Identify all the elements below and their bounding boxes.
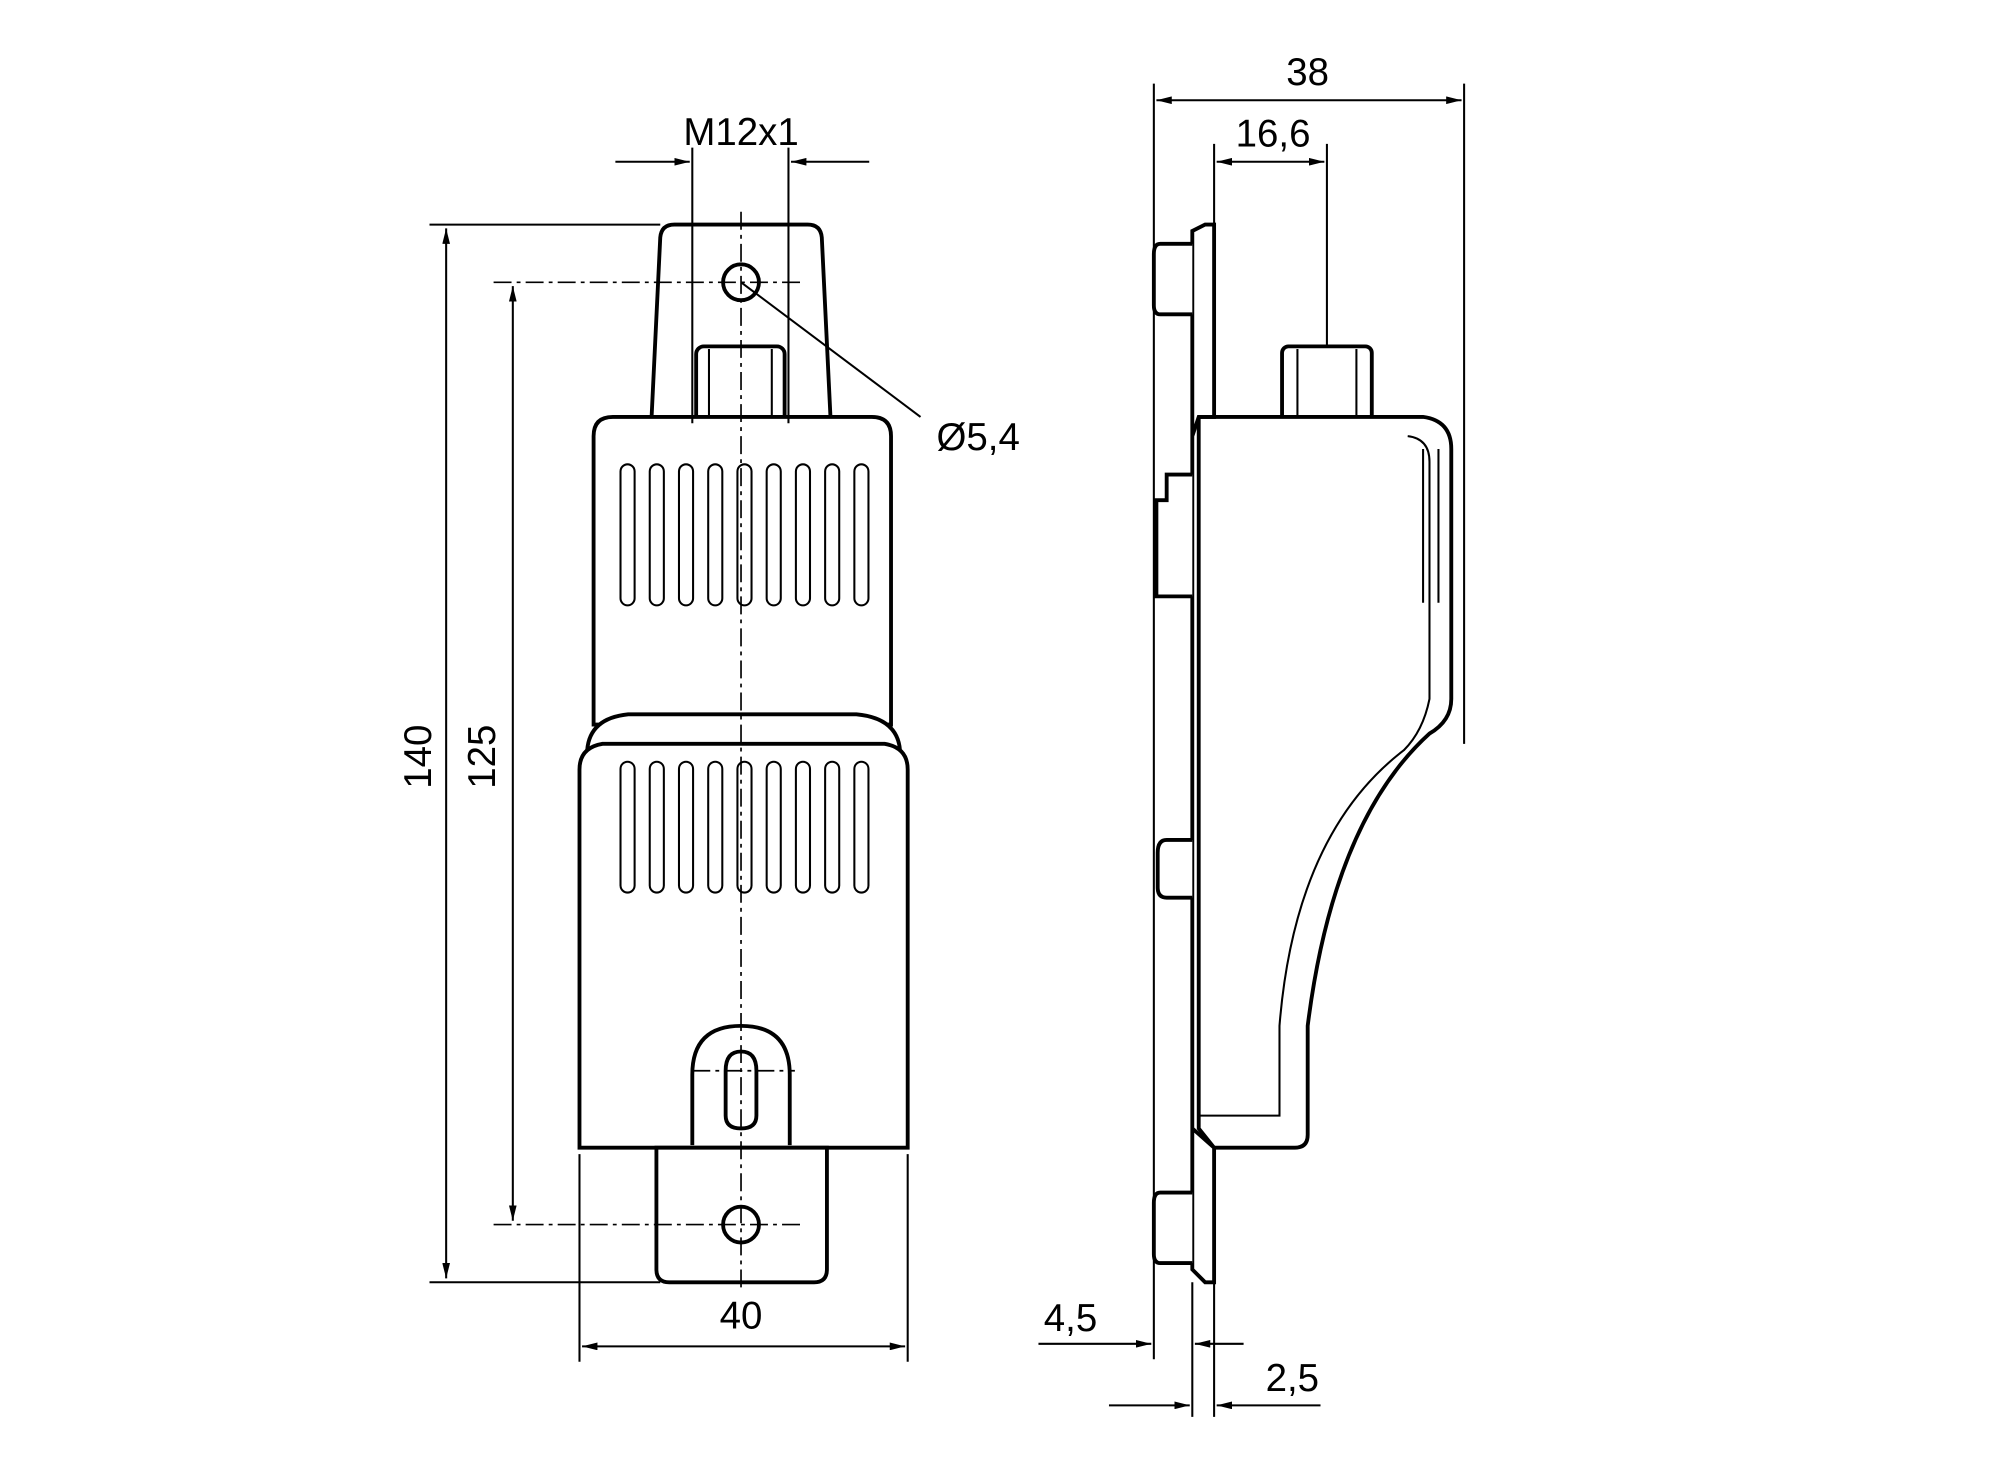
side-dimensions: 38 16,6 4,5 2,5: [1038, 51, 1466, 1417]
upper-housing: [591, 414, 893, 727]
vent-slot: [794, 760, 812, 894]
plate-tab: [1151, 1190, 1193, 1265]
front-view: [493, 211, 910, 1289]
dimension-width: 40: [720, 1294, 763, 1337]
vent-slot: [677, 760, 695, 894]
upper-vent-slots: [619, 463, 870, 607]
vent-slot: [707, 760, 724, 894]
vent-slot: [853, 760, 870, 894]
vent-slot: [824, 760, 841, 894]
vent-slot: [853, 463, 870, 607]
plate-tab: [1154, 472, 1193, 599]
plate-tab: [1155, 838, 1193, 900]
side-housing-inner: [1198, 435, 1431, 1117]
vent-slot: [794, 463, 812, 607]
mounting-plate: [1190, 222, 1217, 1285]
side-view: [1151, 222, 1454, 1285]
lower-housing: [577, 741, 910, 1150]
dimension-thread: M12x1: [683, 111, 798, 154]
vent-slot: [677, 463, 695, 607]
dimension-depth: 38: [1286, 51, 1329, 94]
vent-slot: [619, 463, 636, 607]
vent-slot: [765, 760, 782, 894]
vent-slot: [824, 463, 841, 607]
dimension-hole-diameter: Ø5,4: [937, 416, 1020, 459]
lower-vent-slots: [619, 760, 870, 894]
dimension-hole-spacing: 125: [461, 725, 504, 789]
slot-hole: [723, 1049, 759, 1131]
leader-line: [740, 281, 922, 418]
housing-band: [585, 712, 903, 753]
vent-slot: [736, 463, 753, 607]
front-dimensions: 140 125 40 M12x1 Ø5,4: [397, 111, 1020, 1362]
dimension-plate-thickness: 2,5: [1266, 1357, 1319, 1400]
vent-slot: [648, 463, 665, 607]
vent-slot: [648, 760, 665, 894]
plate-tab: [1151, 241, 1193, 317]
vent-slot: [707, 463, 724, 607]
dimension-total-height: 140: [397, 725, 440, 789]
dimension-flange-offset: 4,5: [1044, 1297, 1097, 1340]
dimension-connector-offset: 16,6: [1236, 112, 1311, 155]
side-housing: [1196, 414, 1454, 1150]
vent-slot: [619, 760, 636, 894]
vent-slot: [736, 760, 753, 894]
side-connector-stub: [1280, 344, 1374, 426]
vent-slot: [765, 463, 782, 607]
